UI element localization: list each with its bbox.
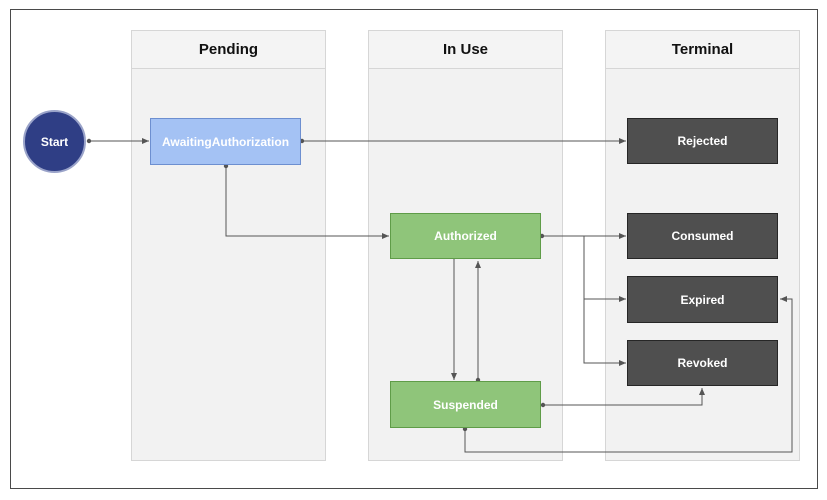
lane-title-in-use: In Use: [369, 31, 562, 69]
lane-pending: Pending: [131, 30, 326, 461]
start-node[interactable]: Start: [23, 110, 86, 173]
state-authorized[interactable]: Authorized: [390, 213, 541, 259]
state-consumed[interactable]: Consumed: [627, 213, 778, 259]
state-awaiting-authorization[interactable]: AwaitingAuthorization: [150, 118, 301, 165]
state-suspended[interactable]: Suspended: [390, 381, 541, 428]
lane-title-terminal: Terminal: [606, 31, 799, 69]
state-rejected[interactable]: Rejected: [627, 118, 778, 164]
lane-title-pending: Pending: [132, 31, 325, 69]
state-revoked[interactable]: Revoked: [627, 340, 778, 386]
state-expired[interactable]: Expired: [627, 276, 778, 323]
